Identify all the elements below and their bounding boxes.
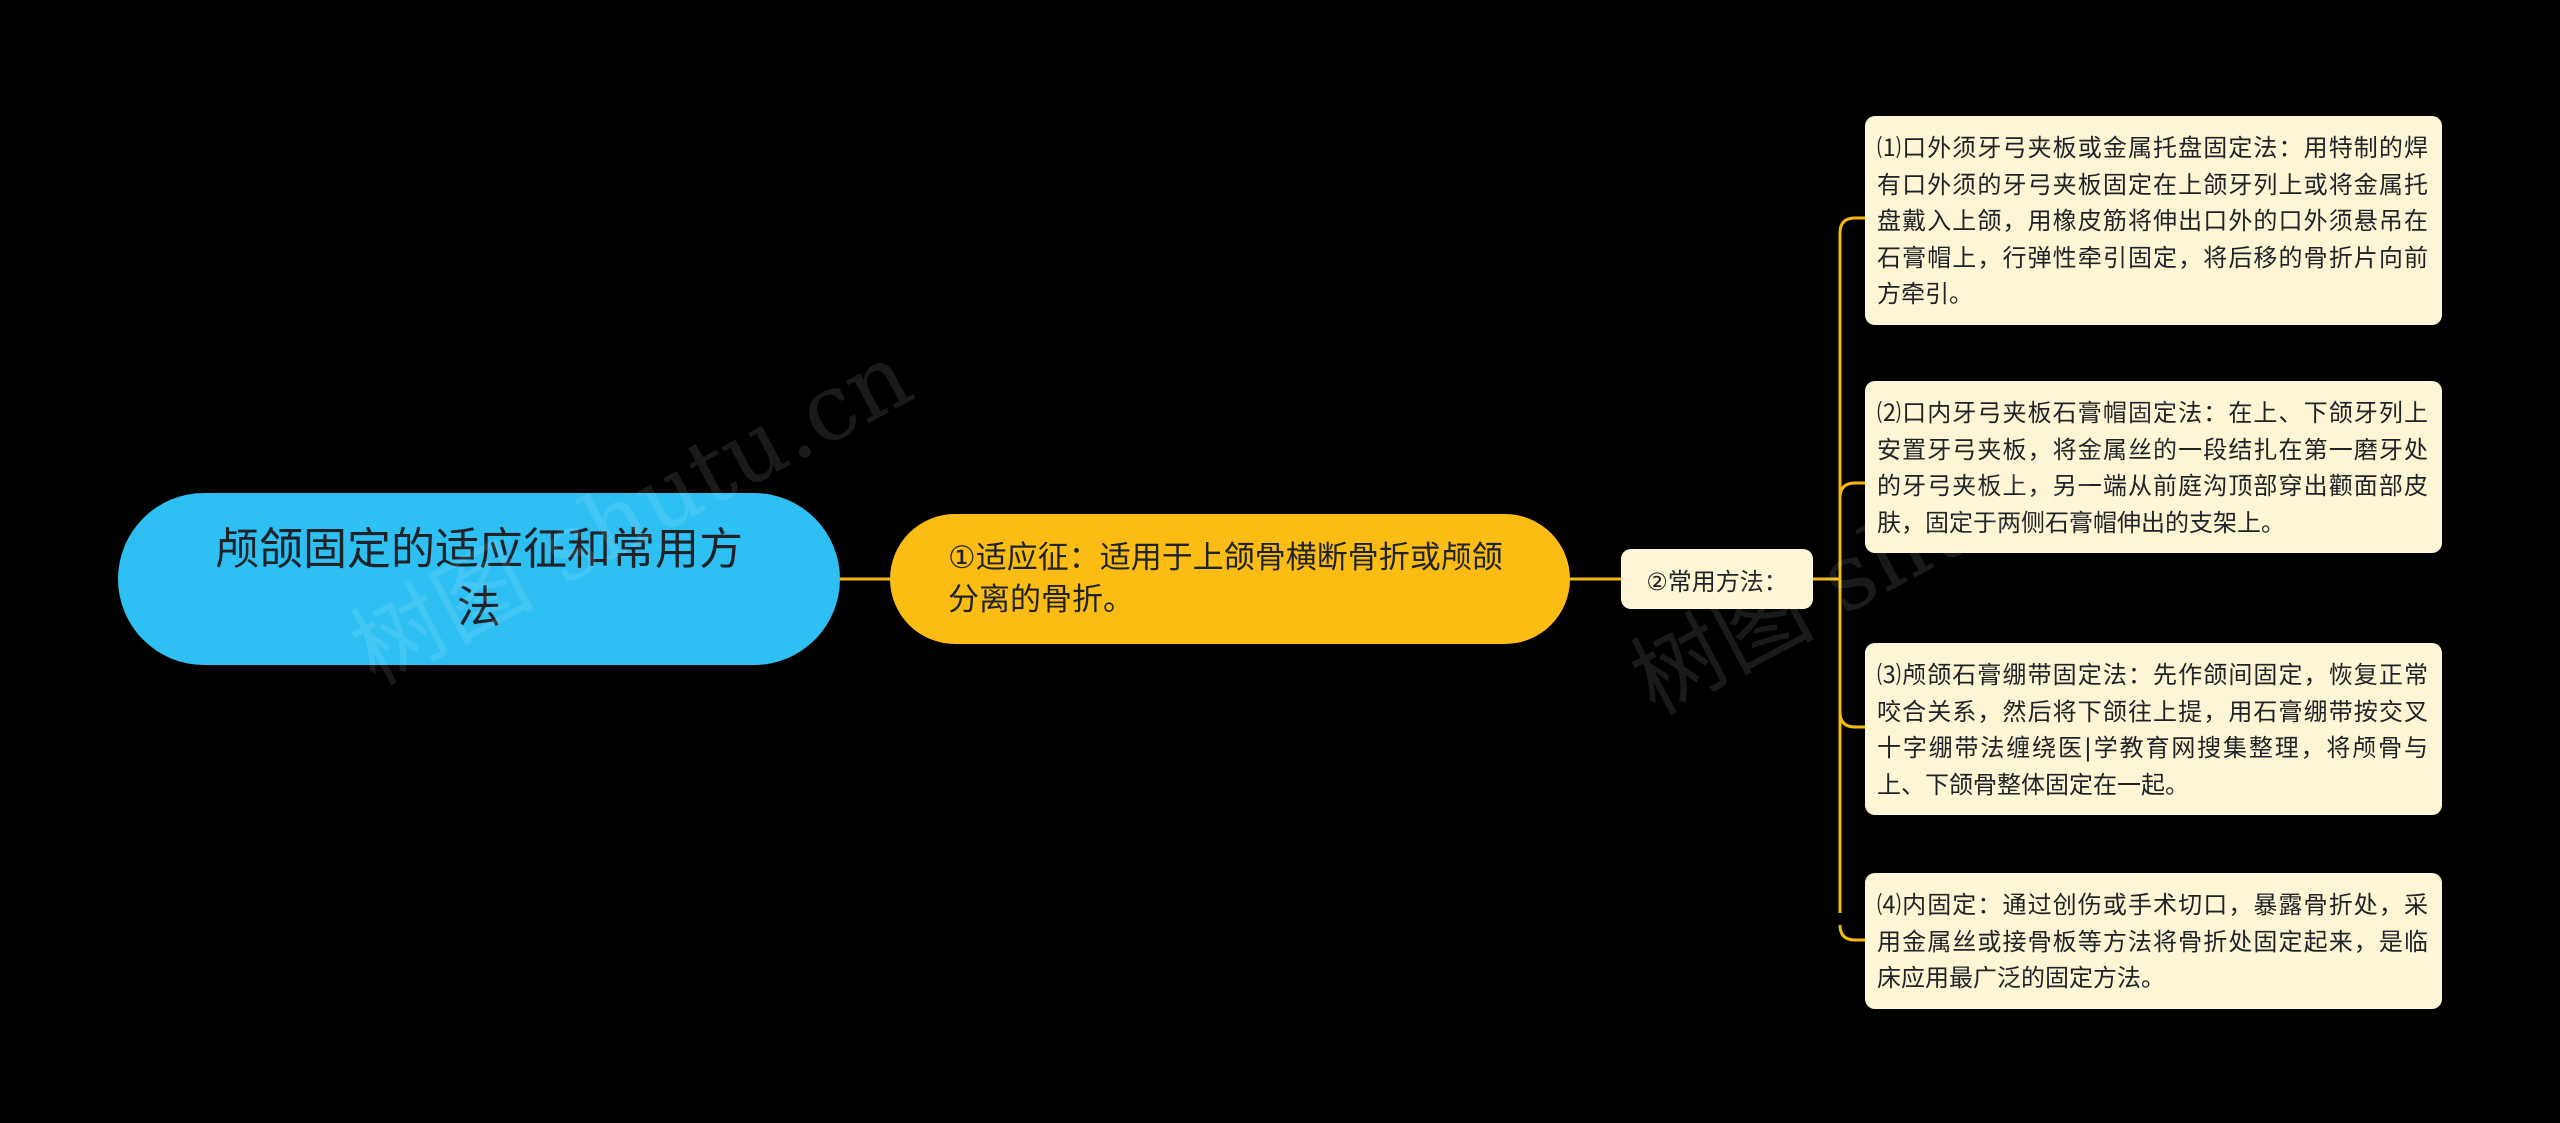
connector-method-1 xyxy=(1838,216,1865,234)
method-topic-1[interactable]: ⑴口外须牙弓夹板或金属托盘固定法：用特制的焊有口外须的牙弓夹板固定在上颌牙列上或… xyxy=(1865,116,2442,325)
method-topic-1-text: ⑴口外须牙弓夹板或金属托盘固定法：用特制的焊有口外须的牙弓夹板固定在上颌牙列上或… xyxy=(1877,134,2428,308)
method-topic-4[interactable]: ⑷内固定：通过创伤或手术切口，暴露骨折处，采用金属丝或接骨板等方法将骨折处固定起… xyxy=(1865,873,2442,1009)
root-topic-text: 颅颌固定的适应征和常用方法 xyxy=(215,524,743,633)
method-topic-4-text: ⑷内固定：通过创伤或手术切口，暴露骨折处，采用金属丝或接骨板等方法将骨折处固定起… xyxy=(1877,891,2428,992)
method-topic-3[interactable]: ⑶颅颌石膏绷带固定法：先作颌间固定，恢复正常咬合关系，然后将下颌往上提，用石膏绷… xyxy=(1865,643,2442,815)
indication-topic-text: ①适应征：适用于上颌骨横断骨折或颅颌分离的骨折。 xyxy=(948,540,1503,618)
connector-method-3 xyxy=(1838,711,1865,729)
methods-topic-text: ②常用方法： xyxy=(1646,567,1788,596)
method-topic-2-text: ⑵口内牙弓夹板石膏帽固定法：在上、下颌牙列上安置牙弓夹板，将金属丝的一段结扎在第… xyxy=(1877,399,2428,537)
root-topic[interactable]: 颅颌固定的适应征和常用方法 xyxy=(118,493,840,665)
connector-method-4 xyxy=(1838,924,1865,942)
method-topic-2[interactable]: ⑵口内牙弓夹板石膏帽固定法：在上、下颌牙列上安置牙弓夹板，将金属丝的一段结扎在第… xyxy=(1865,381,2442,553)
connector-method-2 xyxy=(1838,481,1865,499)
methods-topic[interactable]: ②常用方法： xyxy=(1621,549,1813,609)
method-topic-3-text: ⑶颅颌石膏绷带固定法：先作颌间固定，恢复正常咬合关系，然后将下颌往上提，用石膏绷… xyxy=(1877,661,2428,799)
indication-topic[interactable]: ①适应征：适用于上颌骨横断骨折或颅颌分离的骨折。 xyxy=(890,514,1570,644)
connector-methods-trunk xyxy=(1813,233,1842,913)
